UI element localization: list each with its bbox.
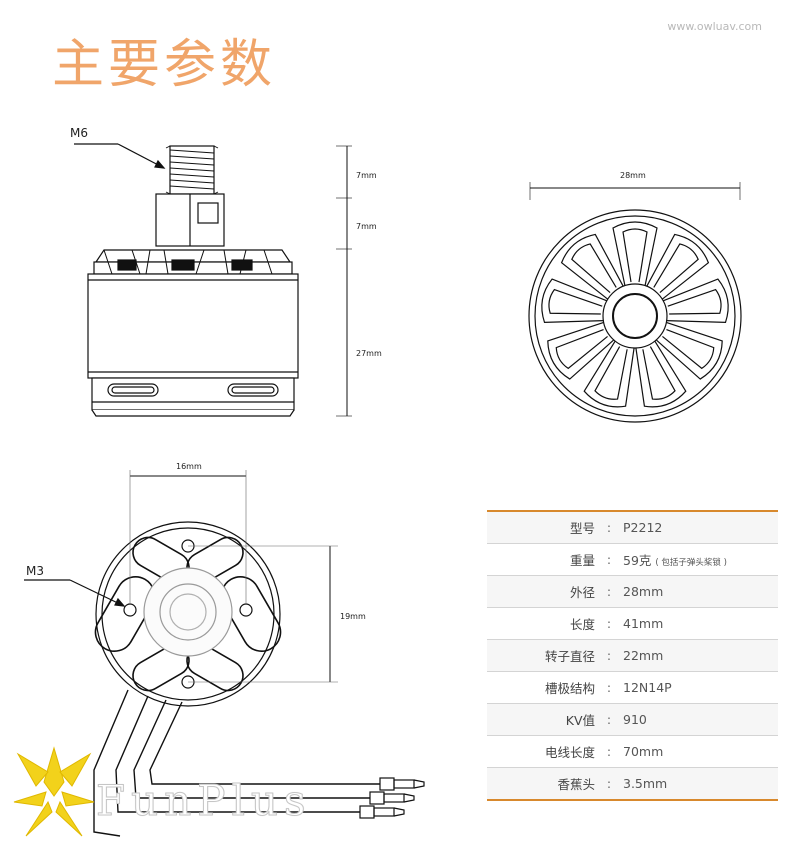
spec-rows: 型号 : P2212 重量 : 59克 ( 包括子弹头桨锁 ) 外径 : 28m… <box>487 512 778 799</box>
dim-diameter-28mm: 28mm <box>620 171 646 180</box>
spec-key: 外径 <box>569 585 595 600</box>
dim-body-27mm: 27mm <box>356 349 382 358</box>
spec-sep: : <box>606 520 612 535</box>
spec-sep: : <box>606 744 612 759</box>
spec-value: 3.5mm <box>623 776 668 791</box>
spec-row-banana-plug: 香蕉头 : 3.5mm <box>487 768 778 799</box>
spec-sep: : <box>606 584 612 599</box>
m3-callout: M3 <box>26 564 44 578</box>
spec-key: 香蕉头 <box>557 777 595 792</box>
brand-wordmark: FunPlus <box>96 776 312 826</box>
spec-value: 28mm <box>623 584 664 599</box>
site-url: www.owluav.com <box>667 20 762 33</box>
spec-table-top-rule <box>487 510 778 512</box>
spec-key: 型号 <box>569 521 595 536</box>
spec-sep: : <box>606 552 612 567</box>
spec-key: 槽极结构 <box>544 681 595 696</box>
spec-sep: : <box>606 712 612 727</box>
spec-sep: : <box>606 616 612 631</box>
spec-row-length: 长度 : 41mm <box>487 608 778 640</box>
spec-row-slot-pole: 槽极结构 : 12N14P <box>487 672 778 704</box>
spec-table-bottom-rule <box>487 799 778 801</box>
spec-row-wire-length: 电线长度 : 70mm <box>487 736 778 768</box>
spec-value: 12N14P <box>623 680 672 695</box>
spec-row-model: 型号 : P2212 <box>487 512 778 544</box>
brand-logo-mark <box>13 746 95 837</box>
spec-sep: : <box>606 648 612 663</box>
bottom-view-drawing <box>24 470 425 837</box>
spec-value-wrap: 59克 ( 包括子弹头桨锁 ) <box>623 550 778 569</box>
spec-value: P2212 <box>623 520 663 535</box>
top-view-drawing <box>528 209 742 423</box>
spec-value: 70mm <box>623 744 664 759</box>
spec-key: 重量 <box>569 553 595 568</box>
spec-key: 电线长度 <box>544 745 595 760</box>
dim-hole-16mm: 16mm <box>176 462 202 471</box>
spec-row-rotor-diameter: 转子直径 : 22mm <box>487 640 778 672</box>
spec-value: 910 <box>623 712 647 727</box>
m6-callout: M6 <box>70 126 88 140</box>
spec-sep: : <box>606 776 612 791</box>
dim-hole-19mm: 19mm <box>340 612 366 621</box>
spec-note: ( 包括子弹头桨锁 ) <box>655 558 727 568</box>
side-view-drawing <box>74 143 352 417</box>
spec-sep: : <box>606 680 612 695</box>
spec-row-kv: KV值 : 910 <box>487 704 778 736</box>
spec-row-outer-diameter: 外径 : 28mm <box>487 576 778 608</box>
spec-key: KV值 <box>565 713 595 728</box>
spec-table: 型号 : P2212 重量 : 59克 ( 包括子弹头桨锁 ) 外径 : 28m… <box>487 510 778 801</box>
dim-collet-7mm: 7mm <box>356 222 377 231</box>
dim-shaft-7mm: 7mm <box>356 171 377 180</box>
page-title: 主要参数 <box>52 35 277 95</box>
spec-value: 59克 <box>623 553 652 568</box>
spec-key: 长度 <box>569 617 595 632</box>
spec-value: 22mm <box>623 648 664 663</box>
spec-value: 41mm <box>623 616 664 631</box>
spec-key: 转子直径 <box>544 649 595 664</box>
spec-row-weight: 重量 : 59克 ( 包括子弹头桨锁 ) <box>487 544 778 576</box>
